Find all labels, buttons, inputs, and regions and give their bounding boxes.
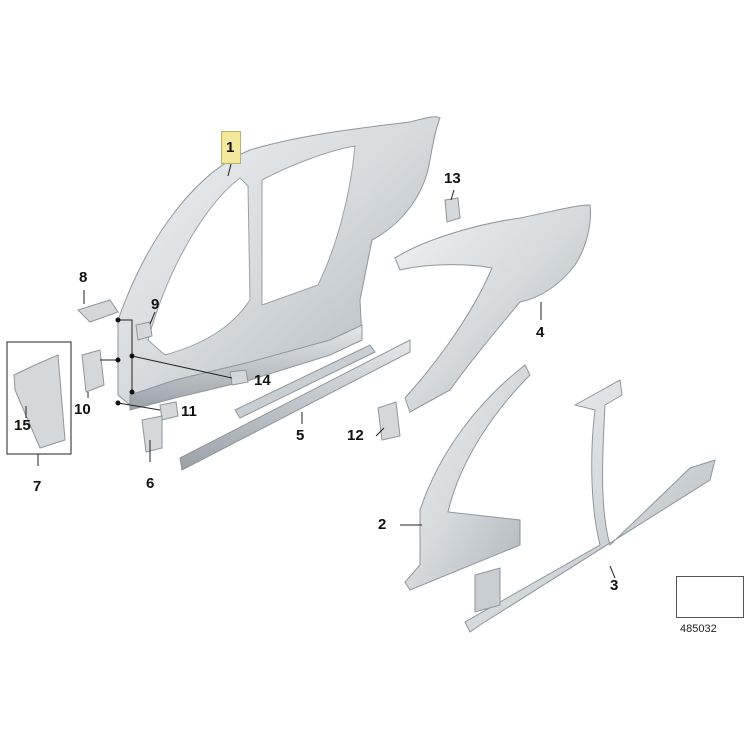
highlight-box-part-1 (221, 131, 241, 164)
callout-4: 4 (536, 324, 545, 341)
assembly-7-frame (6, 341, 72, 455)
bracket-part-14 (229, 369, 249, 386)
callout-15: 15 (14, 417, 31, 434)
bracket-part-8 (77, 299, 119, 323)
leader-dots (115, 317, 135, 406)
bracket-part-6 (141, 415, 163, 453)
callout-2: 2 (378, 516, 387, 533)
bracket-part-9 (135, 321, 153, 341)
leader-lines (25, 163, 616, 579)
callout-8: 8 (79, 269, 88, 286)
callout-10: 10 (74, 401, 91, 418)
bracket-part-13 (444, 197, 461, 223)
callout-5: 5 (296, 427, 305, 444)
side-frame-part-1 (117, 116, 441, 411)
front-pillar-part-2 (404, 364, 531, 591)
reference-number: 485032 (680, 623, 717, 635)
callout-3: 3 (610, 577, 619, 594)
bracket-part-10 (81, 349, 105, 393)
bracket-part-15 (13, 354, 66, 449)
callout-12: 12 (347, 427, 364, 444)
bracket-part-11 (159, 401, 179, 421)
bracket-part-12 (377, 401, 401, 441)
callout-11: 11 (181, 403, 197, 420)
orientation-icon-frame (676, 576, 744, 618)
callout-1: 1 (226, 139, 235, 156)
callout-6: 6 (146, 475, 155, 492)
callout-7: 7 (33, 478, 42, 495)
callout-13: 13 (444, 170, 461, 187)
rear-side-panel-part-4 (394, 204, 591, 413)
callout-9: 9 (151, 296, 160, 313)
callout-14: 14 (254, 372, 271, 389)
inner-sill-part-5 (179, 339, 411, 471)
b-pillar-sill-part-3 (464, 379, 716, 633)
